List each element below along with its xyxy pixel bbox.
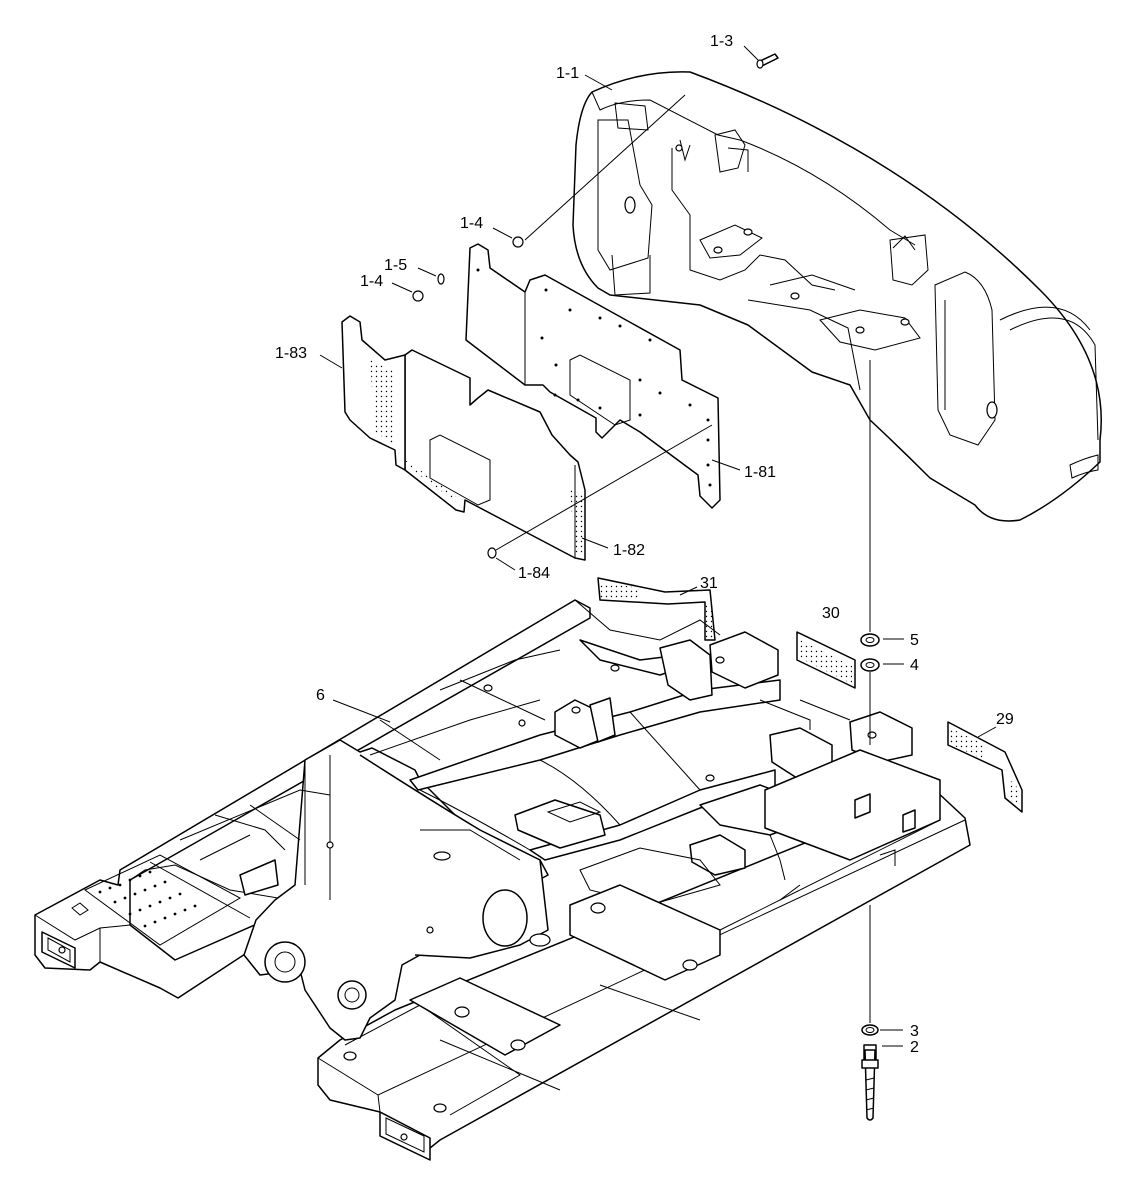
bolt-1-84: [487, 547, 497, 559]
washer-4: [860, 658, 880, 672]
strip-29: [947, 721, 1023, 813]
callout-1-82: 1-82: [613, 542, 645, 559]
callout-4: 4: [910, 657, 919, 674]
plate-1-81: [465, 243, 721, 509]
callout-31: 31: [700, 575, 718, 592]
fasteners-1-4-1-5: [412, 236, 524, 302]
callout-29: 29: [996, 711, 1014, 728]
callout-1-3: 1-3: [710, 33, 733, 50]
counterweight: [572, 71, 1102, 522]
leader-lines: [319, 45, 997, 1047]
upper-frame: [34, 599, 971, 1161]
strip-30: [796, 631, 856, 689]
callout-30: 30: [822, 605, 840, 622]
bolt-1-3: [756, 53, 779, 69]
callout-1-81: 1-81: [744, 464, 776, 481]
callout-6: 6: [316, 687, 325, 704]
callout-1-84: 1-84: [518, 565, 550, 582]
callout-3: 3: [910, 1023, 919, 1040]
callout-1-4-lower: 1-4: [360, 273, 383, 290]
callout-5: 5: [910, 632, 919, 649]
callout-1-5: 1-5: [384, 257, 407, 274]
callout-1-1: 1-1: [556, 65, 579, 82]
callout-1-83: 1-83: [275, 345, 307, 362]
callout-2: 2: [910, 1039, 919, 1056]
callout-1-4-upper: 1-4: [460, 215, 483, 232]
plate-1-82: [404, 349, 586, 561]
bolt-2: [861, 1044, 879, 1121]
plate-1-83: [341, 315, 406, 471]
callout-labels: 1-3 1-1 1-4 1-5 1-4 1-83 1-81 1-82 1-84 …: [275, 33, 1014, 1056]
washer-3: [861, 1024, 879, 1036]
washer-5: [860, 633, 880, 647]
